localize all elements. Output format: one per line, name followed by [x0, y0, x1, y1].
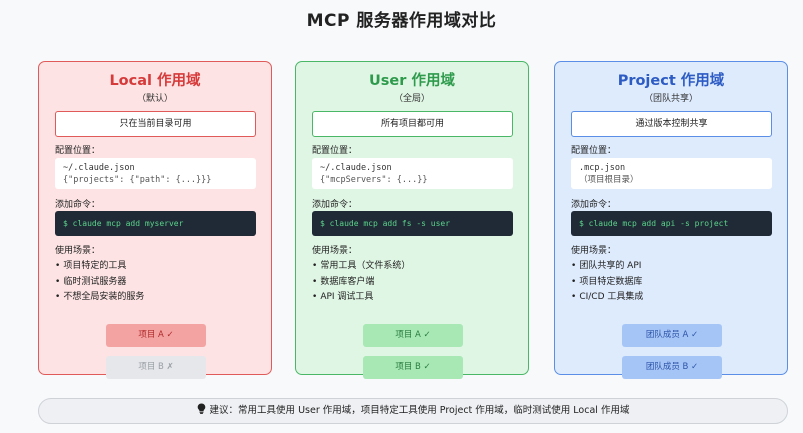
card-title: User 作用域 — [369, 73, 455, 89]
command-box: $ claude mcp add myserver — [55, 211, 256, 236]
command-label: 添加命令： — [55, 200, 101, 210]
team-member-b-pill: 团队成员 B ✓ — [622, 356, 722, 379]
command-label: 添加命令： — [571, 200, 617, 210]
card-title: Local 作用域 — [109, 73, 201, 89]
config-path-box: ~/.claude.json {"projects": {"path": {..… — [55, 158, 256, 189]
scope-description: 所有项目都可用 — [312, 111, 513, 137]
command-label: 添加命令： — [312, 200, 358, 210]
config-detail: {"mcpServers": {...}} — [320, 175, 428, 185]
config-detail: {"projects": {"path": {...}}} — [63, 175, 212, 185]
card-subtitle: （团队共享） — [643, 94, 698, 104]
config-label: 配置位置： — [571, 146, 617, 156]
config-label: 配置位置： — [312, 146, 358, 156]
config-path: ~/.claude.json — [320, 163, 392, 173]
card-title: Project 作用域 — [617, 73, 725, 89]
use-list: 常用工具（文件系统） 数据库客户端 API 调试工具 — [312, 259, 410, 306]
scope-description: 通过版本控制共享 — [571, 111, 772, 137]
use-item: 常用工具（文件系统） — [312, 259, 410, 275]
use-item: 项目特定的工具 — [55, 259, 144, 275]
diagram-title: MCP 服务器作用域对比 — [306, 11, 497, 31]
project-b-pill: 项目 B ✓ — [363, 356, 463, 379]
use-item: 不想全局安装的服务 — [55, 290, 144, 306]
tip-text: 建议：常用工具使用 User 作用域，项目特定工具使用 Project 作用域，… — [209, 405, 630, 416]
command-box: $ claude mcp add fs -s user — [312, 211, 513, 236]
user-scope-card: User 作用域 （全局） 所有项目都可用 配置位置： ~/.claude.js… — [295, 61, 529, 379]
use-list: 团队共享的 API 项目特定数据库 CI/CD 工具集成 — [571, 259, 643, 306]
command-box: $ claude mcp add api -s project — [571, 211, 772, 236]
card-subtitle: （全局） — [393, 94, 430, 104]
config-detail: （项目根目录） — [579, 175, 639, 185]
use-item: 团队共享的 API — [571, 259, 643, 275]
config-path: .mcp.json — [579, 163, 626, 173]
project-a-pill: 项目 A ✓ — [106, 324, 206, 347]
config-path-box: ~/.claude.json {"mcpServers": {...}} — [312, 158, 513, 189]
use-item: 临时测试服务器 — [55, 275, 144, 291]
use-label: 使用场景： — [55, 246, 101, 256]
use-item: 数据库客户端 — [312, 275, 410, 291]
use-list: 项目特定的工具 临时测试服务器 不想全局安装的服务 — [55, 259, 144, 306]
lightbulb-icon — [197, 399, 206, 423]
use-item: CI/CD 工具集成 — [571, 290, 643, 306]
tip-bar: 建议：常用工具使用 User 作用域，项目特定工具使用 Project 作用域，… — [38, 398, 788, 424]
local-scope-card: Local 作用域 （默认） 只在当前目录可用 配置位置： ~/.claude.… — [38, 61, 272, 379]
scope-description: 只在当前目录可用 — [55, 111, 256, 137]
config-path: ~/.claude.json — [63, 163, 135, 173]
use-label: 使用场景： — [571, 246, 617, 256]
config-label: 配置位置： — [55, 146, 101, 156]
project-b-pill: 项目 B ✗ — [106, 356, 206, 379]
use-item: 项目特定数据库 — [571, 275, 643, 291]
project-a-pill: 项目 A ✓ — [363, 324, 463, 347]
team-member-a-pill: 团队成员 A ✓ — [622, 324, 722, 347]
config-path-box: .mcp.json （项目根目录） — [571, 158, 772, 189]
project-scope-card: Project 作用域 （团队共享） 通过版本控制共享 配置位置： .mcp.j… — [554, 61, 788, 379]
use-label: 使用场景： — [312, 246, 358, 256]
card-subtitle: （默认） — [136, 94, 173, 104]
use-item: API 调试工具 — [312, 290, 410, 306]
